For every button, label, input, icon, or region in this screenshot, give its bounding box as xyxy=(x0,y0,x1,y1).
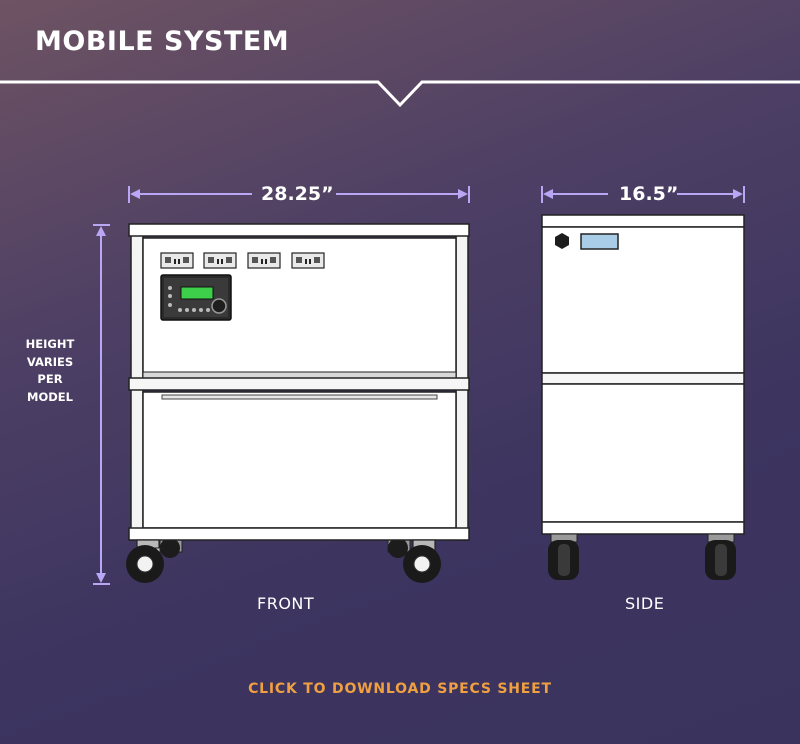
control-display-panel xyxy=(160,274,232,321)
power-outlet xyxy=(291,252,325,269)
dimension-lines xyxy=(93,186,745,585)
power-outlet xyxy=(160,252,194,269)
height-note-line: HEIGHT xyxy=(25,337,75,351)
side-view-label: SIDE xyxy=(625,594,665,613)
side-caster-left xyxy=(548,533,579,580)
download-specs-link[interactable]: CLICK TO DOWNLOAD SPECS SHEET xyxy=(248,681,552,697)
front-caster-right xyxy=(403,539,441,583)
power-outlet xyxy=(247,252,281,269)
height-note: HEIGHT VARIES PER MODEL xyxy=(15,336,85,406)
front-view-label: FRONT xyxy=(257,594,315,613)
front-back-caster-left xyxy=(159,538,183,558)
front-view xyxy=(126,223,470,583)
front-caster-left xyxy=(126,539,164,583)
side-depth-dimension: 16.5” xyxy=(619,183,679,205)
front-back-caster-right xyxy=(387,538,411,558)
power-outlet xyxy=(203,252,237,269)
side-panel-label-plate xyxy=(580,233,619,250)
front-width-dimension: 28.25” xyxy=(261,183,334,205)
side-caster-right xyxy=(705,533,736,580)
height-note-line: MODEL xyxy=(27,389,73,404)
height-note-line: PER xyxy=(37,372,63,386)
side-hex-knob xyxy=(555,233,569,249)
header-divider xyxy=(0,80,800,108)
page-title: MOBILE SYSTEM xyxy=(35,26,290,57)
side-view xyxy=(541,214,745,580)
height-note-line: VARIES xyxy=(26,354,74,369)
